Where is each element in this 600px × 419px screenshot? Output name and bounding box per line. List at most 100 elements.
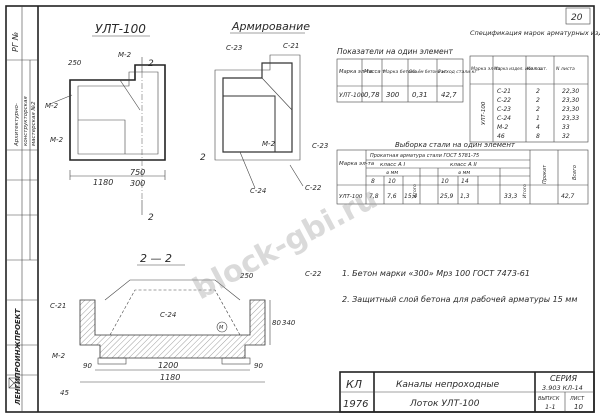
steel-h-class1: класс А I bbox=[380, 162, 406, 168]
stamp-text-1: Архитектурно- bbox=[14, 103, 20, 147]
sheet-number: 20 bbox=[571, 13, 583, 23]
spec-title: Спецификация марок арматурных изделий на… bbox=[470, 29, 600, 37]
rebar-title: Армирование bbox=[231, 20, 310, 33]
bend-marker: М bbox=[219, 325, 224, 331]
steel-v-7: 33,3 bbox=[504, 193, 518, 200]
spec-cell: С-23 bbox=[497, 106, 511, 113]
steel-title: Выборка стали на один элемент bbox=[395, 141, 516, 149]
spec-h-item: Марка издел. или поз. bbox=[494, 66, 543, 71]
label-m2-plan-left: М-2 bbox=[45, 102, 59, 110]
label-m2-section: М-2 bbox=[52, 352, 66, 360]
steel-v-5: 1,3 bbox=[460, 193, 470, 200]
title-series: 3.903 КЛ-14 bbox=[542, 384, 583, 392]
title-name-2: Лоток УЛТ-100 bbox=[409, 399, 480, 409]
title-name-1: Каналы непроходные bbox=[396, 380, 500, 390]
spec-row-0: С-21 2 22,30 bbox=[497, 88, 579, 95]
label-c21-rebar: С-21 bbox=[283, 42, 299, 50]
label-c21-section: С-21 bbox=[50, 302, 66, 310]
spec-element: УЛТ-100 bbox=[481, 101, 487, 125]
steel-v-1: 7,8 bbox=[369, 193, 379, 200]
spec-cell: 33 bbox=[562, 124, 570, 131]
ind-v-mass: 0,78 bbox=[364, 91, 380, 99]
title-series-label: СЕРИЯ bbox=[550, 374, 577, 383]
spec-cell: С-24 bbox=[497, 115, 511, 122]
steel-h-d14: 14 bbox=[461, 178, 469, 185]
spec-cell: М-2 bbox=[497, 124, 508, 131]
steel-h-itogo-2: Итого bbox=[522, 184, 528, 198]
ind-v-volume: 0,31 bbox=[412, 91, 428, 99]
label-c24-rebar: С-24 bbox=[250, 187, 266, 195]
cut-marker-top: 2 bbox=[148, 59, 154, 69]
note-2: 2. Защитный слой бетона для рабочей арма… bbox=[342, 295, 577, 304]
spec-cell: 32 bbox=[562, 133, 570, 140]
spec-table: Спецификация марок арматурных изделий на… bbox=[469, 29, 600, 143]
steel-h-d10b: 10 bbox=[441, 178, 449, 185]
label-c22-section: С-22 bbox=[305, 270, 322, 278]
dim-340: 340 bbox=[282, 319, 296, 327]
steel-h-total: Всего bbox=[572, 165, 578, 180]
dim-1200: 1200 bbox=[158, 361, 178, 370]
spec-rows: С-21 2 22,30 С-22 2 23,30 С-23 2 23,30 С… bbox=[497, 88, 579, 140]
spec-cell: 23,33 bbox=[562, 115, 579, 122]
section-view: 2 — 2 С-24 М С-21 М-2 С-22 1200 90 90 11… bbox=[50, 252, 322, 397]
label-c23: С-23 bbox=[226, 44, 242, 52]
title-issue: 1-1 bbox=[545, 403, 556, 411]
title-code: КЛ bbox=[346, 378, 362, 391]
spec-h-mark: Марка эл-та bbox=[471, 66, 501, 72]
stamp-org: ЛЕНГИПРОИНЖПРОЕКТ bbox=[14, 308, 22, 406]
steel-table: Выборка стали на один элемент Марка эл-т… bbox=[336, 141, 589, 205]
indicators-table: Показатели на один элемент Марка эл-та М… bbox=[336, 47, 477, 103]
label-c23-right: С-23 bbox=[312, 142, 328, 150]
ind-h-concrete: Марка бетона bbox=[383, 69, 417, 75]
steel-h-diam-1: ⌀ мм bbox=[386, 170, 398, 176]
steel-v-9: 42,7 bbox=[561, 193, 575, 200]
label-m2-plan-top: М-2 bbox=[118, 51, 132, 59]
steel-h-prokat: Прокат bbox=[542, 164, 548, 184]
steel-h-itogo-1: Итого bbox=[412, 184, 418, 198]
ind-h-mark: Марка эл-та bbox=[339, 69, 372, 75]
label-c24-section: С-24 bbox=[160, 311, 176, 319]
note-1: 1. Бетон марки «300» Мрз 100 ГОСТ 7473-6… bbox=[342, 269, 530, 278]
label-c22: С-22 bbox=[305, 184, 322, 192]
stamp-text-3: мастерская №2 bbox=[31, 101, 37, 146]
notes: 1. Бетон марки «300» Мрз 100 ГОСТ 7473-6… bbox=[342, 269, 577, 304]
indicators-title: Показатели на один элемент bbox=[337, 47, 453, 56]
spec-h-qty: Кол. шт. bbox=[527, 66, 547, 72]
plan-view: УЛТ-100 1180 300 750 250 М-2 М-2 М-2 2 2 bbox=[45, 22, 166, 223]
steel-h-d8: 8 bbox=[371, 178, 375, 185]
title-sheet-label: ЛИСТ bbox=[569, 396, 585, 402]
ind-h-volume: Объём бетона м³ bbox=[409, 69, 447, 74]
steel-v-3: 15,4 bbox=[404, 193, 418, 200]
ind-h-steel: Расход стали кг bbox=[438, 69, 477, 75]
ind-v-concrete: 300 bbox=[386, 91, 400, 99]
spec-row-3: С-24 1 23,33 bbox=[497, 115, 579, 122]
spec-cell: 22,30 bbox=[562, 88, 579, 95]
dim-1180-section: 1180 bbox=[160, 373, 180, 382]
spec-cell: 4 bbox=[536, 124, 540, 131]
dim-90-left: 90 bbox=[83, 362, 92, 370]
cut-marker-rebar: 2 bbox=[200, 153, 206, 163]
title-sheet: 10 bbox=[574, 403, 583, 411]
spec-cell: С-21 bbox=[497, 88, 511, 95]
spec-cell: 2 bbox=[536, 88, 540, 95]
dim-80: 80 bbox=[272, 319, 281, 327]
dim-45: 45 bbox=[60, 389, 69, 397]
spec-cell: 2 bbox=[536, 106, 540, 113]
spec-cell: 2 bbox=[536, 97, 540, 104]
plan-title: УЛТ-100 bbox=[95, 22, 146, 36]
spec-h-sheet: N листа bbox=[556, 66, 575, 72]
title-issue-label: ВЫПУСК bbox=[538, 396, 560, 402]
dim-1180: 1180 bbox=[93, 178, 113, 187]
title-block: КЛ 1976 Каналы непроходные Лоток УЛТ-100… bbox=[339, 371, 595, 413]
ind-v-mark: УЛТ-100 bbox=[339, 92, 365, 99]
dim-90-right: 90 bbox=[254, 362, 263, 370]
dim-300: 300 bbox=[130, 179, 145, 188]
spec-cell: 8 bbox=[536, 133, 540, 140]
stamp-column: РГ № Архитектурно- конструкторская масте… bbox=[6, 32, 38, 406]
cut-marker-bottom: 2 bbox=[148, 213, 154, 223]
section-title: 2 — 2 bbox=[140, 252, 172, 265]
spec-row-1: С-22 2 23,30 bbox=[497, 97, 579, 104]
ind-v-steel: 42,7 bbox=[441, 91, 457, 99]
rebar-view: Армирование С-23 С-21 С-23 С-22 С-24 М-2… bbox=[200, 20, 328, 195]
